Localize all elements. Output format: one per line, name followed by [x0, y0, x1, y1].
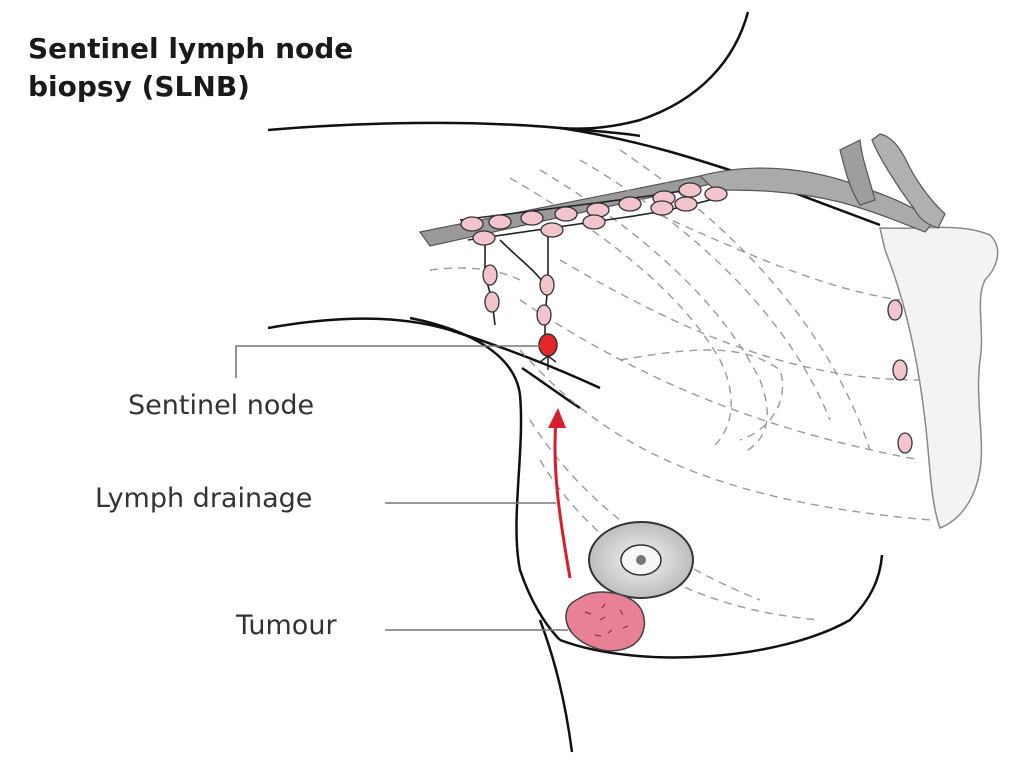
fold-line	[521, 366, 581, 410]
shoulder-line	[267, 121, 641, 138]
lymph-node	[540, 222, 564, 238]
title-line-1: Sentinel lymph node	[28, 32, 354, 65]
lymph-node	[887, 299, 903, 321]
lymph-node	[554, 206, 578, 222]
lymph-node	[704, 186, 728, 202]
drainage-arrow-icon	[548, 408, 572, 579]
side-line-lower	[538, 619, 574, 753]
neck-line	[559, 11, 750, 130]
breast-outer-line	[409, 316, 561, 641]
lymph-node	[488, 214, 512, 230]
nipple	[588, 521, 694, 599]
lymph-node	[650, 200, 674, 216]
lymph-nodes	[460, 182, 913, 454]
lymph-node	[484, 291, 500, 313]
sentinel-node	[538, 333, 558, 370]
leader-lines	[235, 345, 568, 631]
diagram-title: Sentinel lymph node biopsy (SLNB)	[28, 30, 353, 106]
breast-lower-line	[559, 554, 884, 659]
lymph-node	[674, 196, 698, 212]
lymph-node	[539, 274, 555, 296]
lymph-node	[472, 230, 496, 246]
lymph-node	[482, 264, 498, 286]
lymph-node	[460, 216, 484, 232]
lymph-node	[520, 210, 544, 226]
sentinel-node-label: Sentinel node	[128, 390, 315, 421]
tumour-label: Tumour	[236, 610, 337, 641]
lymph-node	[897, 432, 913, 454]
sternum	[879, 226, 999, 529]
lymph-drainage-label: Lymph drainage	[95, 483, 313, 514]
lymph-node	[536, 304, 552, 326]
tumour-mass	[565, 591, 646, 652]
sentinel-leader-line	[235, 345, 540, 378]
title-line-2: biopsy (SLNB)	[28, 70, 250, 103]
lymph-node	[678, 182, 702, 198]
lymph-node	[618, 196, 642, 212]
lymph-node	[892, 359, 908, 381]
body-outline	[267, 11, 884, 753]
lymph-node	[582, 214, 606, 230]
